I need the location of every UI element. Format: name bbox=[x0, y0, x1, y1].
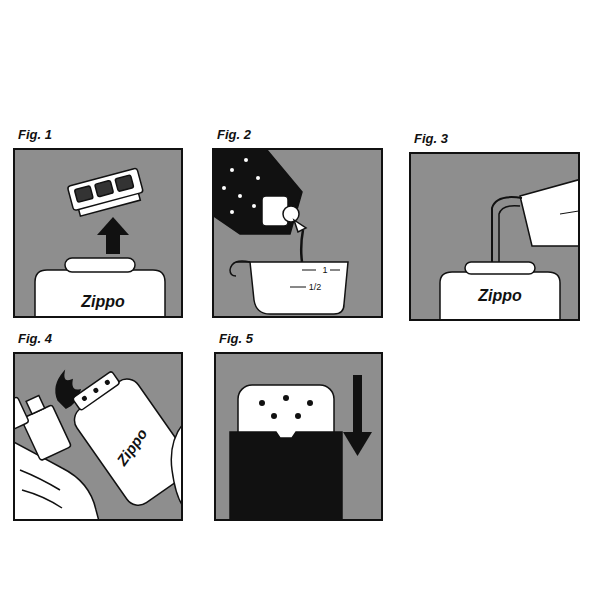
scale-mark: 1 bbox=[322, 266, 327, 276]
figure-caption: Fig. 1 bbox=[18, 128, 52, 142]
brand-logo: Zippo bbox=[114, 426, 151, 469]
scale-mark: 1/2 bbox=[309, 283, 322, 293]
figure-panel: Fig. 1Zippo bbox=[13, 148, 183, 318]
figure-caption: Fig. 3 bbox=[414, 132, 448, 146]
brand-logo: Zippo bbox=[81, 293, 125, 311]
brand-logo: Zippo bbox=[478, 287, 522, 305]
figure-panel: Fig. 211/2 bbox=[212, 148, 383, 318]
figure-caption: Fig. 4 bbox=[18, 332, 52, 346]
figure-panel: Fig. 5 bbox=[214, 352, 383, 521]
figure-panel: Fig. 4Zippo bbox=[13, 352, 183, 521]
figure-caption: Fig. 5 bbox=[219, 332, 253, 346]
figure-panel: Fig. 3Zippo bbox=[409, 152, 580, 321]
figure-caption: Fig. 2 bbox=[217, 128, 251, 142]
